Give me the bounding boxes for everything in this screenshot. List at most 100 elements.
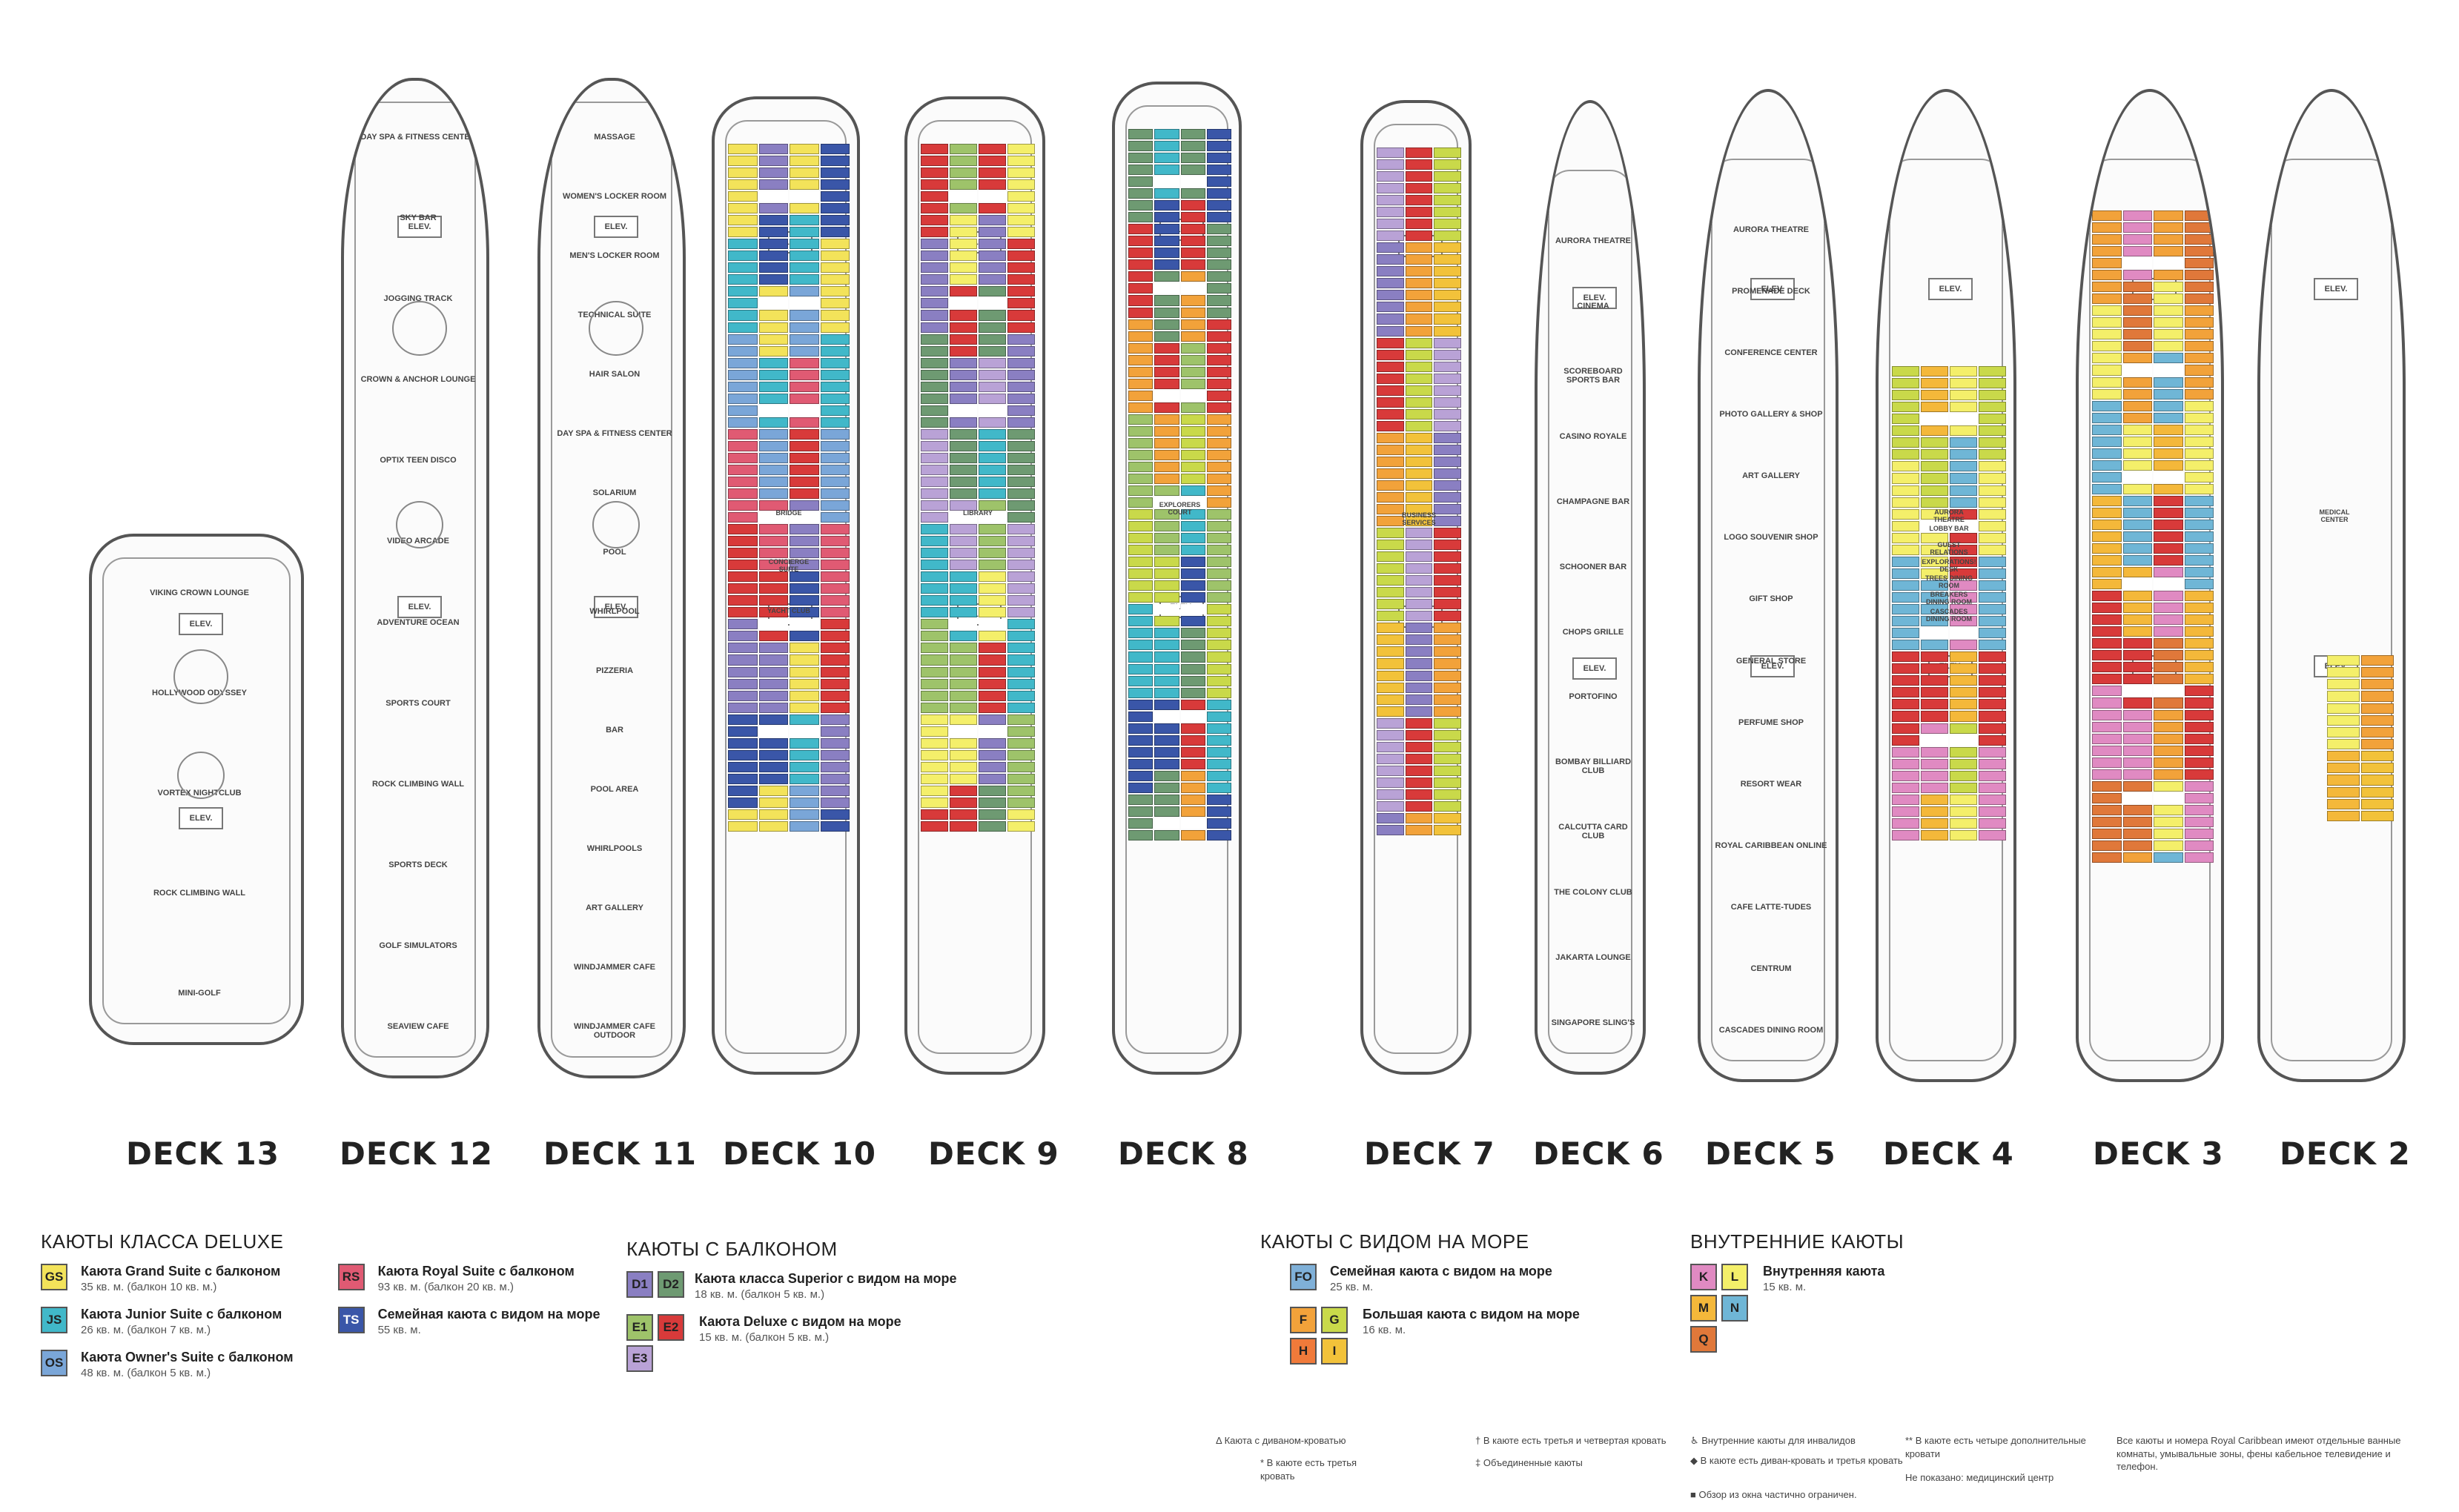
cabin[interactable] xyxy=(2092,400,2122,411)
cabin[interactable] xyxy=(1007,239,1035,250)
cabin[interactable] xyxy=(1206,248,1231,259)
cabin[interactable] xyxy=(1128,628,1154,639)
cabin[interactable] xyxy=(979,678,1006,689)
cabin[interactable] xyxy=(1206,580,1231,591)
cabin[interactable] xyxy=(1405,183,1433,194)
cabin[interactable] xyxy=(2154,305,2183,316)
cabin[interactable] xyxy=(979,737,1006,749)
cabin[interactable] xyxy=(820,298,850,309)
cabin[interactable] xyxy=(1405,325,1433,336)
cabin[interactable] xyxy=(1434,171,1461,182)
cabin[interactable] xyxy=(1180,153,1205,164)
cabin[interactable] xyxy=(790,239,819,250)
cabin[interactable] xyxy=(1892,687,1919,698)
cabin[interactable] xyxy=(1405,729,1433,740)
cabin[interactable] xyxy=(1405,219,1433,230)
cabin[interactable] xyxy=(2092,507,2122,518)
cabin[interactable] xyxy=(1377,658,1404,669)
cabin[interactable] xyxy=(1950,378,1977,389)
cabin[interactable] xyxy=(1405,789,1433,800)
cabin[interactable] xyxy=(2122,792,2152,803)
cabin[interactable] xyxy=(950,357,977,368)
cabin[interactable] xyxy=(1206,342,1231,354)
cabin[interactable] xyxy=(1921,568,1948,579)
cabin[interactable] xyxy=(728,726,758,737)
cabin[interactable] xyxy=(1892,794,1919,805)
cabin[interactable] xyxy=(1154,212,1179,223)
cabin[interactable] xyxy=(1128,295,1154,306)
cabin[interactable] xyxy=(1154,818,1179,829)
cabin[interactable] xyxy=(1128,711,1154,722)
cabin[interactable] xyxy=(1892,758,1919,769)
cabin[interactable] xyxy=(921,571,948,583)
cabin[interactable] xyxy=(1154,806,1179,817)
cabin[interactable] xyxy=(820,761,850,772)
cabin[interactable] xyxy=(1007,357,1035,368)
cabin[interactable] xyxy=(979,464,1006,475)
cabin[interactable] xyxy=(2122,674,2152,685)
cabin[interactable] xyxy=(2122,246,2152,257)
cabin[interactable] xyxy=(1979,640,2006,651)
cabin[interactable] xyxy=(921,452,948,463)
cabin[interactable] xyxy=(1180,354,1205,365)
cabin[interactable] xyxy=(758,191,788,202)
cabin[interactable] xyxy=(820,737,850,749)
cabin[interactable] xyxy=(1892,640,1919,651)
cabin[interactable] xyxy=(758,714,788,725)
cabin[interactable] xyxy=(1007,298,1035,309)
cabin[interactable] xyxy=(1154,485,1179,497)
cabin[interactable] xyxy=(820,215,850,226)
cabin[interactable] xyxy=(1434,694,1461,705)
cabin[interactable] xyxy=(1377,219,1404,230)
cabin[interactable] xyxy=(1405,385,1433,396)
cabin[interactable] xyxy=(820,405,850,416)
cabin[interactable] xyxy=(1377,575,1404,586)
cabin[interactable] xyxy=(1007,560,1035,571)
cabin[interactable] xyxy=(1154,259,1179,271)
cabin[interactable] xyxy=(2184,697,2214,709)
cabin[interactable] xyxy=(1892,675,1919,686)
cabin[interactable] xyxy=(2327,810,2360,821)
cabin[interactable] xyxy=(790,381,819,392)
cabin[interactable] xyxy=(2092,282,2122,293)
cabin[interactable] xyxy=(2122,329,2152,340)
cabin[interactable] xyxy=(979,761,1006,772)
cabin[interactable] xyxy=(758,809,788,820)
cabin[interactable] xyxy=(758,476,788,487)
cabin[interactable] xyxy=(1154,497,1179,508)
cabin[interactable] xyxy=(2154,697,2183,709)
cabin[interactable] xyxy=(1434,611,1461,622)
cabin[interactable] xyxy=(921,179,948,190)
cabin[interactable] xyxy=(950,560,977,571)
cabin[interactable] xyxy=(820,262,850,273)
cabin[interactable] xyxy=(2122,305,2152,316)
cabin[interactable] xyxy=(950,631,977,642)
cabin[interactable] xyxy=(2154,341,2183,352)
cabin[interactable] xyxy=(1921,794,1948,805)
cabin[interactable] xyxy=(921,251,948,262)
cabin[interactable] xyxy=(979,476,1006,487)
cabin[interactable] xyxy=(1921,414,1948,425)
cabin[interactable] xyxy=(1180,770,1205,781)
cabin[interactable] xyxy=(950,464,977,475)
cabin[interactable] xyxy=(950,666,977,677)
cabin[interactable] xyxy=(2327,798,2360,809)
cabin[interactable] xyxy=(950,440,977,451)
cabin[interactable] xyxy=(979,654,1006,666)
cabin[interactable] xyxy=(2154,780,2183,792)
cabin[interactable] xyxy=(2154,531,2183,543)
cabin[interactable] xyxy=(758,334,788,345)
cabin[interactable] xyxy=(790,666,819,677)
cabin[interactable] xyxy=(1377,361,1404,372)
cabin[interactable] xyxy=(950,168,977,179)
cabin[interactable] xyxy=(1180,735,1205,746)
cabin[interactable] xyxy=(1377,551,1404,563)
cabin[interactable] xyxy=(728,440,758,451)
cabin[interactable] xyxy=(2122,721,2152,732)
cabin[interactable] xyxy=(1405,480,1433,491)
cabin[interactable] xyxy=(921,393,948,404)
cabin[interactable] xyxy=(728,797,758,808)
cabin[interactable] xyxy=(950,571,977,583)
cabin[interactable] xyxy=(979,179,1006,190)
